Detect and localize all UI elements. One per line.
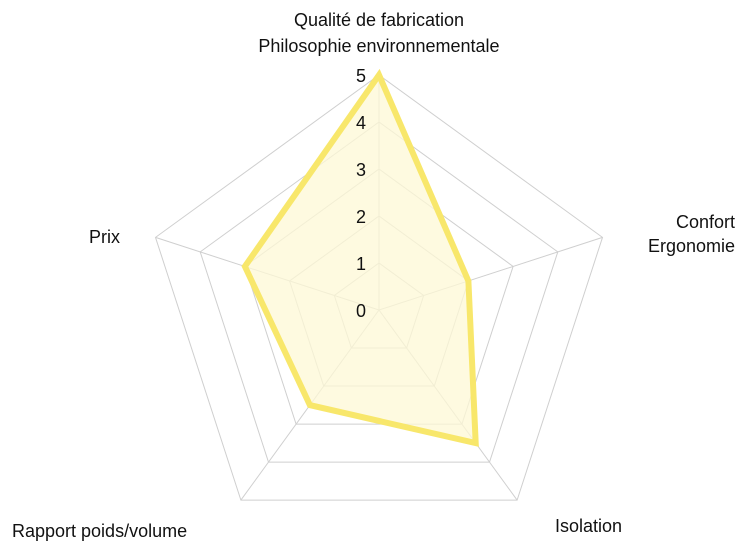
axis-label-0-1: Philosophie environnementale <box>258 36 499 56</box>
tick-label-4: 4 <box>356 113 366 133</box>
tick-label-3: 3 <box>356 160 366 180</box>
axis-label-0-0: Qualité de fabrication <box>294 10 464 30</box>
axis-label-3-0: Rapport poids/volume <box>12 521 187 541</box>
tick-label-1: 1 <box>356 254 366 274</box>
axis-label-2-0: Isolation <box>555 516 622 536</box>
axis-label-4-0: Prix <box>89 227 120 247</box>
series-point-0 <box>377 73 381 77</box>
radar-series <box>241 68 479 447</box>
series-point-2 <box>474 441 478 445</box>
tick-label-2: 2 <box>356 207 366 227</box>
series-line-0 <box>241 68 479 447</box>
axis-label-1-0: Confort <box>676 212 735 232</box>
radar-ticks: 0 1 2 3 4 5 <box>356 66 366 321</box>
grid-ring-5 <box>154 74 604 501</box>
axis-label-1-1: Ergonomie <box>648 236 735 256</box>
tick-label-0: 0 <box>356 301 366 321</box>
series-point-1 <box>466 279 470 283</box>
tick-label-5: 5 <box>356 66 366 86</box>
series-point-4 <box>243 264 247 268</box>
grid-ring-4 <box>199 121 559 463</box>
series-point-3 <box>308 403 312 407</box>
